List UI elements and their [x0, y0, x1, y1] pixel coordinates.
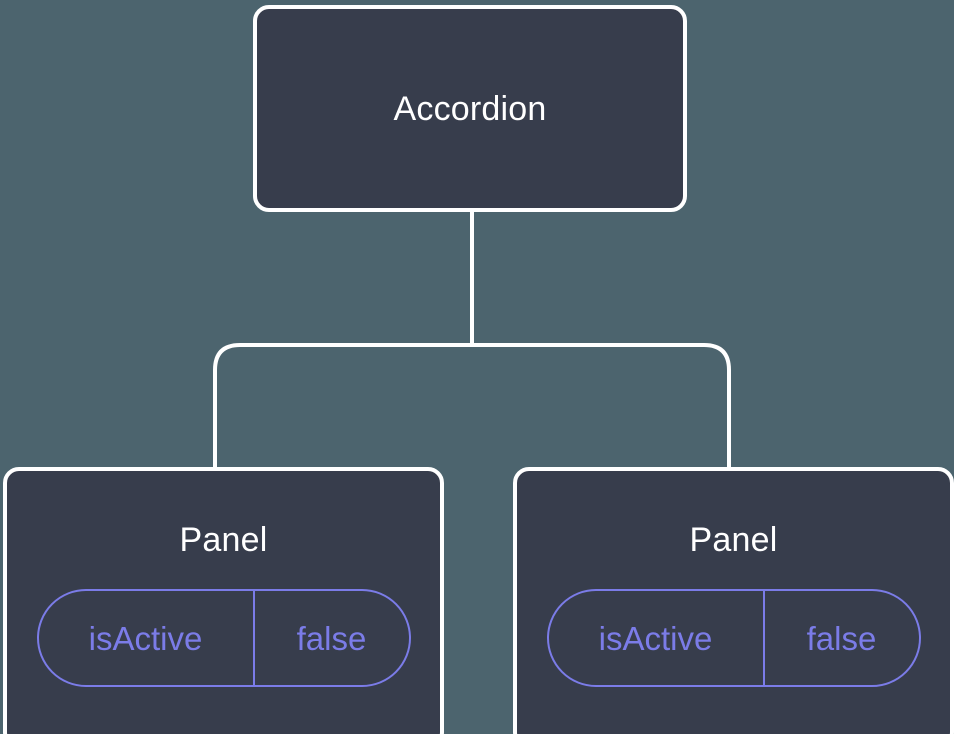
prop-value: false	[252, 591, 409, 685]
edge-branch-bus	[213, 343, 731, 467]
tree-node-accordion[interactable]: Accordion	[253, 5, 687, 212]
prop-value: false	[762, 591, 919, 685]
prop-key: isActive	[88, 619, 203, 657]
node-label: Panel	[689, 521, 778, 559]
prop-pill[interactable]: isActive false	[36, 589, 411, 687]
tree-node-panel-right[interactable]: Panel isActive false	[513, 467, 954, 734]
node-label: Panel	[179, 521, 268, 559]
node-label: Accordion	[393, 89, 547, 128]
prop-key: isActive	[598, 619, 713, 657]
tree-node-panel-left[interactable]: Panel isActive false	[3, 467, 444, 734]
prop-pill[interactable]: isActive false	[546, 589, 921, 687]
